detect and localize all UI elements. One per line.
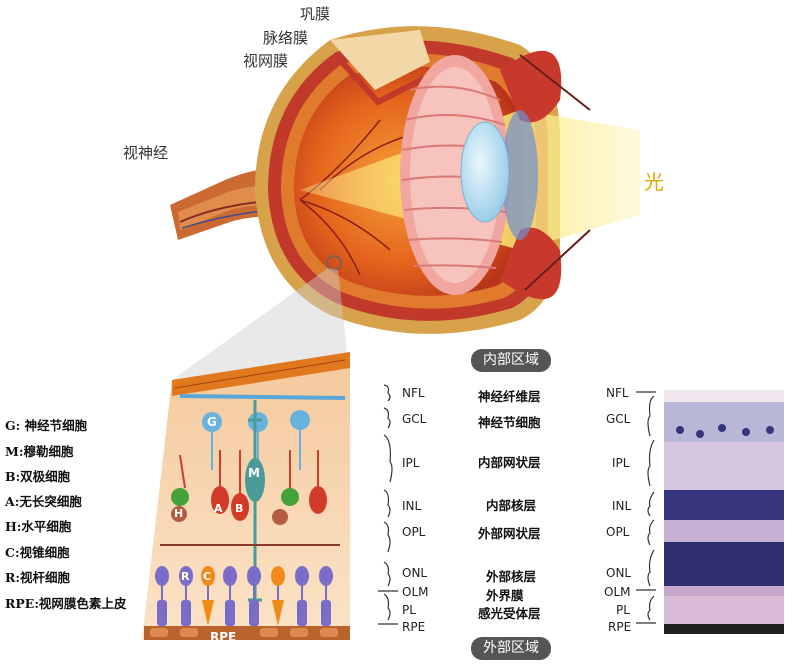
ciliary-body: [400, 55, 510, 295]
cell-letter-h: H: [174, 507, 184, 520]
layer-brackets-left: [378, 384, 398, 625]
photoreceptors: [155, 566, 333, 626]
legend-item: G: 神经节细胞: [5, 418, 88, 433]
ganglion-cells: [202, 410, 310, 475]
layer-name: 外部网状层: [478, 526, 541, 541]
layer-abbr-left: ONL: [402, 566, 428, 580]
layer-abbr-right: OPL: [606, 525, 630, 539]
layer-abbr-right: RPE: [608, 620, 632, 634]
layer-abbr-right: INL: [612, 499, 632, 513]
layer-abbr-right: GCL: [606, 412, 631, 426]
projection-cone: [172, 268, 350, 380]
layer-abbr-left: RPE: [402, 620, 426, 634]
legend-item: R:视杆细胞: [5, 570, 71, 585]
cell-letter-r: R: [181, 570, 190, 583]
legend-item: A:无长突细胞: [5, 494, 82, 509]
magnifier-circle: [326, 255, 342, 271]
layer-brackets-right: [636, 391, 656, 624]
layer-abbr-left: PL: [402, 603, 416, 617]
layer-abbr-right: ONL: [606, 566, 632, 580]
cell-letter-b: B: [235, 502, 244, 515]
legend-item: B:双极细胞: [5, 469, 71, 484]
layer-name: 感光受体层: [478, 606, 541, 621]
layer-name: 外部核层: [486, 569, 537, 584]
iris-cornea: [500, 50, 591, 300]
region-outer-pill: 外部区域: [471, 637, 551, 660]
layer-abbr-left: NFL: [402, 386, 425, 400]
layer-abbr-right: PL: [616, 603, 630, 617]
label-choroid: 脉络膜: [263, 29, 309, 47]
layer-name: 内部网状层: [478, 455, 541, 470]
layer-abbr-left: GCL: [402, 412, 427, 426]
region-inner-pill: 内部区域: [471, 349, 551, 372]
layer-name: 神经纤维层: [478, 389, 541, 404]
label-light: 光: [644, 170, 664, 194]
label-sclera: 巩膜: [300, 5, 331, 23]
legend-item: C:视锥细胞: [5, 545, 70, 560]
cell-letter-rpe: RPE: [210, 630, 237, 644]
layer-abbr-right: NFL: [606, 386, 629, 400]
legend-item: RPE:视网膜色素上皮: [5, 596, 127, 611]
lens: [460, 121, 510, 223]
inner-nuclear-cells: [160, 450, 340, 546]
label-retina: 视网膜: [243, 52, 289, 70]
cell-letter-g: G: [207, 415, 217, 429]
layer-abbr-right: IPL: [612, 456, 630, 470]
layer-abbr-right: OLM: [604, 585, 631, 599]
legend-item: H:水平细胞: [5, 519, 72, 534]
cell-letter-a: A: [214, 502, 223, 515]
legend-item: M:穆勒细胞: [5, 444, 74, 459]
layer-name: 外界膜: [486, 588, 524, 603]
microscopy-image: [664, 390, 784, 634]
layer-abbr-left: OLM: [402, 585, 429, 599]
cell-letter-c: C: [203, 570, 212, 583]
cell-letter-m: M: [248, 466, 260, 480]
layer-abbr-left: IPL: [402, 456, 420, 470]
layer-name: 神经节细胞: [478, 415, 541, 430]
layer-abbr-left: OPL: [402, 525, 426, 539]
layer-abbr-left: INL: [402, 499, 422, 513]
label-optic-nerve: 视神经: [123, 144, 169, 162]
layer-name: 内部核层: [486, 498, 537, 513]
